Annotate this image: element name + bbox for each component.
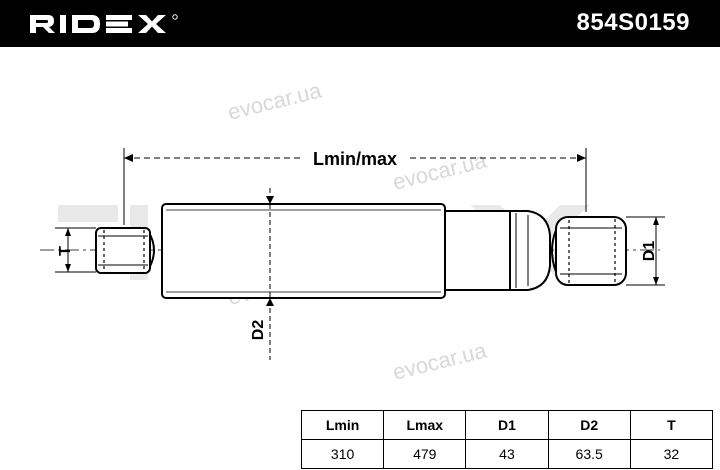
value-d2: 63.5	[547, 439, 631, 469]
header-d1: D1	[465, 410, 549, 440]
lower-mount-eye	[551, 216, 627, 286]
watermark-text-2: evocar.ua	[390, 147, 489, 195]
header-d2: D2	[547, 410, 631, 440]
spec-table-header-row: Lmin Lmax D1 D2 T	[300, 410, 714, 440]
upper-mount-eye	[95, 227, 155, 274]
t-dimension	[55, 227, 96, 273]
shock-absorber-diagram: evocar.ua evocar.ua evocar.ua evocar.ua …	[40, 77, 665, 385]
d1-label: D1	[641, 241, 658, 262]
spec-table: Lmin Lmax D1 D2 T 310 479 43 63.5 32	[300, 410, 714, 469]
d2-label: D2	[250, 320, 267, 341]
value-lmin: 310	[300, 439, 385, 469]
shock-body	[161, 203, 446, 299]
piston-section	[444, 210, 551, 291]
header-lmax: Lmax	[383, 410, 467, 440]
header-lmin: Lmin	[300, 410, 385, 440]
length-dimension	[123, 148, 587, 225]
header-t: T	[629, 410, 714, 440]
value-d1: 43	[465, 439, 549, 469]
value-lmax: 479	[383, 439, 467, 469]
watermark-text-1: evocar.ua	[225, 77, 324, 125]
d1-dimension	[626, 216, 665, 286]
ridex-logo	[30, 14, 178, 33]
watermark-text-4: evocar.ua	[390, 337, 489, 385]
d2-dimension	[266, 188, 274, 360]
header-bar: 854S0159	[0, 0, 720, 47]
spec-table-value-row: 310 479 43 63.5 32	[300, 439, 714, 469]
t-label: T	[57, 246, 74, 256]
part-number: 854S0159	[576, 9, 690, 36]
value-t: 32	[629, 439, 714, 469]
length-label: Lmin/max	[313, 149, 397, 169]
